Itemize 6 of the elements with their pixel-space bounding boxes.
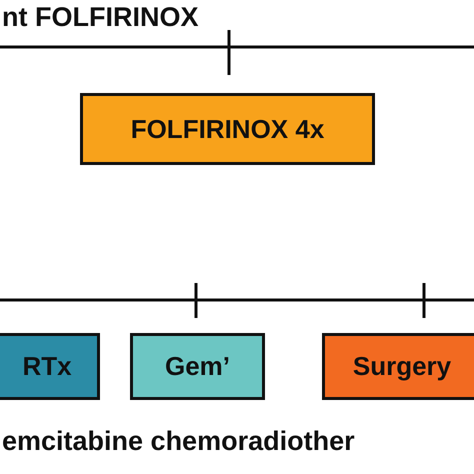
timeline-heading: emcitabine chemoradiother [2,428,355,455]
phase-box: RTx [0,333,100,400]
phase-box: Surgery [322,333,474,400]
phase-box: FOLFIRINOX 4x [80,93,375,165]
timeline-heading: nt FOLFIRINOX [2,4,198,31]
phase-box: Gem’ [130,333,265,400]
